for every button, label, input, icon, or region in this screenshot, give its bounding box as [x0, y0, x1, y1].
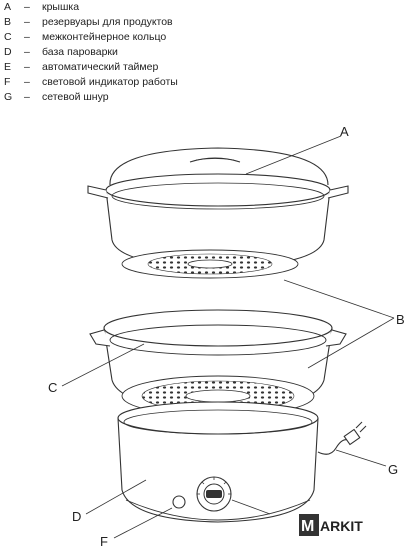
- leader-e: [231, 499, 271, 515]
- legend-dash: –: [24, 91, 30, 103]
- legend-dash: –: [24, 46, 30, 58]
- legend-key: C: [4, 31, 12, 43]
- leader-d: [85, 479, 147, 515]
- steamer-base: [117, 401, 319, 523]
- callout-b: B: [396, 312, 405, 327]
- legend-text: световой индикатор работы: [42, 76, 178, 88]
- lower-food-basket: [89, 309, 347, 417]
- legend-key: D: [4, 46, 12, 58]
- legend-text: автоматический таймер: [42, 61, 159, 73]
- callout-f: F: [100, 534, 108, 549]
- legend-key: F: [4, 76, 11, 88]
- legend-key: B: [4, 16, 12, 28]
- legend-key: A: [4, 1, 12, 13]
- upper-food-basket: [87, 173, 349, 279]
- legend-key: E: [4, 61, 12, 73]
- callout-a: A: [340, 124, 349, 139]
- leader-g: [335, 449, 387, 467]
- legend-text: крышка: [42, 1, 80, 13]
- callout-d: D: [72, 509, 81, 524]
- indicator-light: [172, 495, 186, 509]
- leader-b-upper: [283, 279, 395, 319]
- power-cord: [317, 421, 367, 455]
- legend-text: межконтейнерное кольцо: [42, 31, 167, 43]
- legend-text: база пароварки: [42, 46, 118, 58]
- logo-m-box: [299, 514, 319, 536]
- leader-a: [245, 135, 342, 175]
- legend-dash: –: [24, 16, 30, 28]
- legend-dash: –: [24, 76, 30, 88]
- callout-g: G: [388, 462, 398, 477]
- leader-c: [61, 343, 145, 387]
- legend-dash: –: [24, 31, 30, 43]
- legend-text: резервуары для продуктов: [42, 16, 173, 28]
- legend-text: сетевой шнур: [42, 91, 109, 103]
- legend-dash: –: [24, 1, 30, 13]
- leader-b-lower: [307, 317, 395, 369]
- markit-logo: M ARKIT: [299, 514, 363, 536]
- leader-f: [113, 507, 173, 539]
- logo-rest: ARKIT: [320, 518, 363, 534]
- legend-key: G: [4, 91, 13, 103]
- callout-c: C: [48, 380, 57, 395]
- legend-dash: –: [24, 61, 30, 73]
- callout-leader-lines: [61, 135, 395, 539]
- logo-m: M: [301, 518, 314, 535]
- timer-dial: [196, 476, 232, 512]
